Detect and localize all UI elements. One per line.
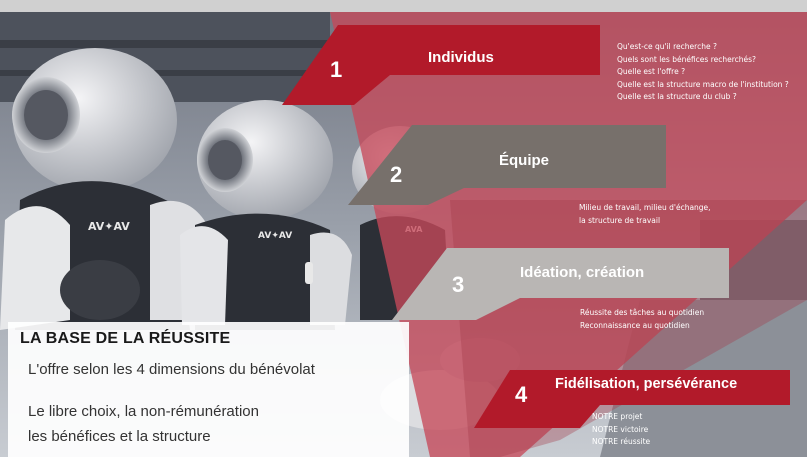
step-3-note: Reconnaissance au quotidien: [580, 320, 690, 330]
arrow-2: [348, 125, 666, 205]
step-4-title: Fidélisation, persévérance: [555, 376, 738, 392]
step-3-number: 3: [452, 272, 465, 297]
arrow-1: [282, 25, 600, 105]
arrow-3: [392, 248, 729, 320]
svg-text:AV✦AV: AV✦AV: [258, 231, 292, 241]
panel-line: les bénéfices et la structure: [28, 428, 211, 445]
svg-text:AV✦AV: AV✦AV: [88, 220, 130, 233]
step-4-note: NOTRE projet: [592, 412, 643, 421]
arrow-4: [474, 370, 790, 428]
step-1-note: Quelle est la structure du club ?: [617, 92, 737, 101]
robot-middle: AV✦AV: [180, 100, 352, 330]
step-2-note: la structure de travail: [579, 215, 661, 225]
step-1-note: Qu'est-ce qu'il recherche ?: [617, 42, 717, 51]
step-4-note: NOTRE victoire: [592, 424, 649, 434]
step-1-title: Individus: [428, 49, 494, 66]
panel-line: L'offre selon les 4 dimensions du bénévo…: [28, 361, 315, 378]
step-2-notes: Milieu de travail, milieu d'échange, la …: [579, 202, 711, 227]
step-2-note: Milieu de travail, milieu d'échange,: [579, 203, 711, 212]
step-1-note: Quelle est l'offre ?: [617, 67, 686, 76]
step-1-note: Quels sont les bénéfices recherchés?: [617, 54, 757, 64]
funnel-triangle: [330, 12, 807, 457]
panel-line: Le libre choix, la non-rémunération: [28, 403, 259, 420]
info-panel: [8, 322, 409, 457]
step-2-number: 2: [390, 162, 403, 187]
step-4-notes: NOTRE projet NOTRE victoire NOTRE réussi…: [592, 411, 650, 449]
step-4-number: 4: [515, 382, 528, 407]
step-3-title: Idéation, création: [520, 264, 645, 281]
step-3-notes: Réussite des tâches au quotidien Reconna…: [580, 307, 704, 332]
step-1-number: 1: [330, 57, 343, 82]
step-1-note: Quelle est la structure macro de l'insti…: [617, 79, 789, 89]
step-2-title: Équipe: [499, 152, 550, 169]
step-4-note: NOTRE réussite: [592, 437, 651, 446]
step-3-note: Réussite des tâches au quotidien: [580, 308, 705, 317]
panel-title: LA BASE DE LA RÉUSSITE: [20, 330, 231, 347]
step-1-notes: Qu'est-ce qu'il recherche ? Quels sont l…: [617, 41, 789, 104]
